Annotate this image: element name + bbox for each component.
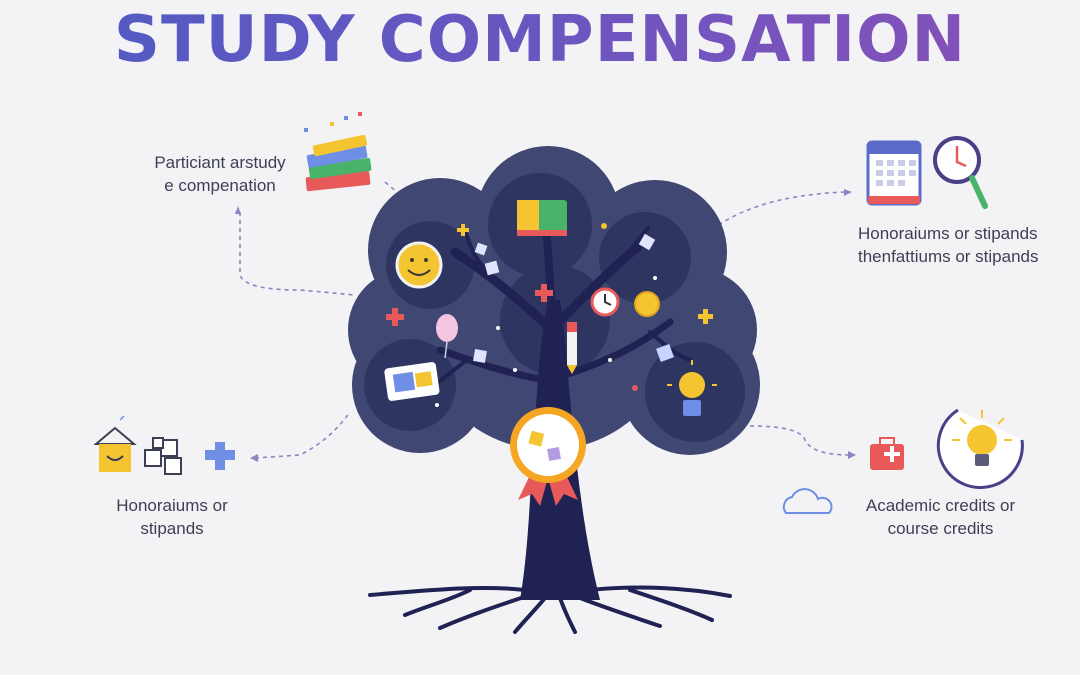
node-bottom-left: Honoraiums or stipands <box>92 494 252 540</box>
arrowhead-top-right <box>844 189 852 196</box>
clock-magnifier-icon <box>933 136 988 209</box>
node-top-left: Particiant arstudy e compenation <box>140 151 300 197</box>
arrowhead-bottom-left <box>250 454 258 462</box>
node-bottom-right-line-1: Academic credits or <box>865 496 1016 515</box>
page-title: STUDY COMPENSATION <box>0 2 1080 78</box>
node-top-right: Honoraiums or stipands thenfattiums or s… <box>858 222 1073 268</box>
node-bottom-right-line-2: course credits <box>887 519 994 538</box>
lightbulb-icon <box>667 360 717 416</box>
award-ribbon-icon <box>510 407 586 506</box>
puzzle-icon <box>386 223 713 407</box>
node-top-right-line-2: thenfattiums or stipands <box>858 247 1039 266</box>
connector-top-left-b <box>239 212 356 296</box>
arrowhead-top-left <box>235 206 241 214</box>
arrowhead-bottom-right <box>848 451 856 459</box>
balloon-icon <box>436 314 458 359</box>
node-bottom-left-line-1: Honoraiums or <box>116 496 228 515</box>
connector-bottom-right <box>749 425 851 456</box>
node-top-left-line-1: Particiant arstudy <box>154 153 286 172</box>
certificate-card-icon <box>517 200 567 236</box>
node-top-right-line-1: Honoraiums or stipands <box>858 224 1038 243</box>
clock-icon <box>590 287 620 317</box>
house-icon <box>93 415 137 472</box>
tree-roots <box>368 585 732 634</box>
puzzle-pieces-icon <box>144 437 235 475</box>
coin-icon <box>634 291 660 317</box>
node-top-left-line-2: e compenation <box>164 176 276 195</box>
cloud-icon <box>782 488 833 514</box>
node-bottom-left-line-2: stipands <box>140 519 204 538</box>
connector-bottom-left <box>254 411 351 459</box>
lightbulb-icon <box>936 408 1024 489</box>
calendar-icon <box>866 140 922 206</box>
id-card-icon <box>384 362 440 401</box>
books-stack-icon <box>304 112 372 192</box>
pencil-icon <box>567 322 577 374</box>
node-bottom-right: Academic credits or course credits <box>848 494 1033 540</box>
first-aid-kit-icon <box>870 437 904 470</box>
smiley-icon <box>395 241 443 289</box>
